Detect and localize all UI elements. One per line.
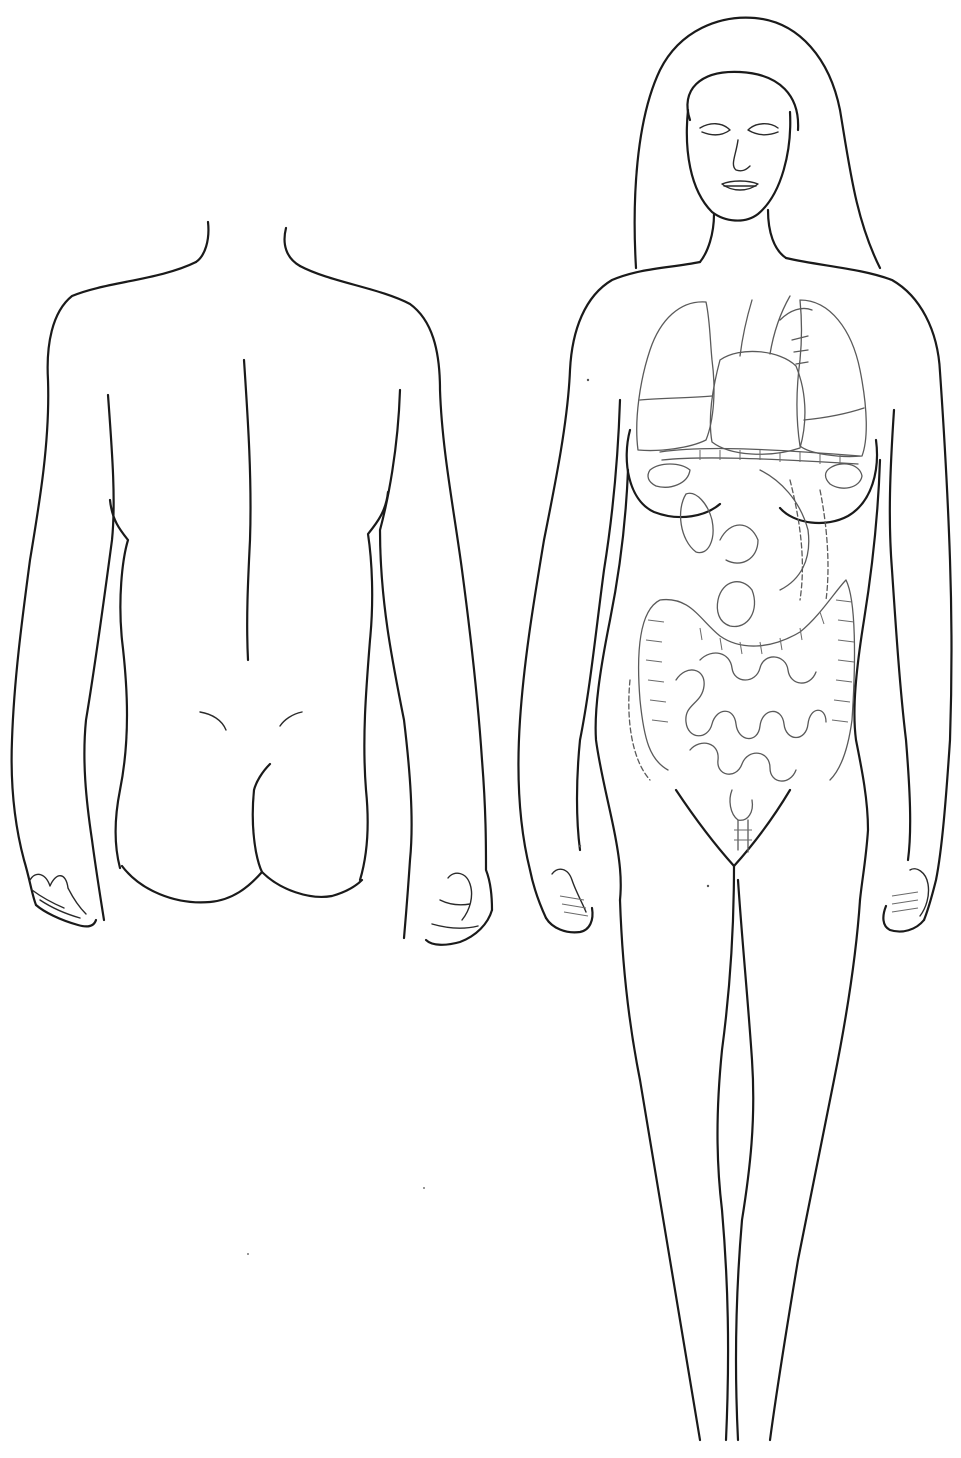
left-lung xyxy=(637,302,714,451)
front-left-shoulder-arm xyxy=(518,262,700,918)
bladder xyxy=(730,790,752,820)
back-left-hand xyxy=(30,874,96,926)
front-neck-left xyxy=(700,214,714,262)
print-specks xyxy=(247,379,709,1255)
front-left-inner-arm xyxy=(577,400,620,850)
kidney-left xyxy=(681,493,713,552)
back-spine xyxy=(244,360,251,660)
front-right-leg-inner xyxy=(736,880,753,1440)
back-neck-right xyxy=(285,228,300,266)
front-left-leg-outer xyxy=(620,900,700,1440)
back-right-inner-arm xyxy=(380,390,412,938)
front-hair-inner-left xyxy=(687,72,740,120)
back-torso-right-side xyxy=(360,492,388,880)
front-torso-right xyxy=(854,460,880,900)
front-right-leg-outer xyxy=(770,900,860,1440)
stomach xyxy=(826,464,863,488)
back-buttocks-curve xyxy=(122,866,362,902)
front-neck-right xyxy=(768,210,786,258)
front-left-leg-inner xyxy=(718,866,735,1440)
gallbladder xyxy=(720,525,758,563)
front-right-hand xyxy=(883,869,928,932)
back-left-shoulder-arm xyxy=(12,262,196,905)
right-eye xyxy=(748,124,778,135)
back-right-hand xyxy=(426,873,492,945)
front-left-hand xyxy=(546,869,593,932)
front-hair-outline xyxy=(635,18,880,268)
liver xyxy=(648,464,690,487)
front-face xyxy=(687,110,790,221)
back-gluteal-cleft xyxy=(253,764,270,872)
back-dimple-right xyxy=(280,712,302,726)
small-intestine xyxy=(676,670,826,739)
left-eye xyxy=(700,124,730,135)
back-dimple-left xyxy=(200,712,226,730)
pancreas xyxy=(760,470,809,590)
heart xyxy=(710,351,805,454)
front-view-figure xyxy=(518,18,951,1440)
front-groin-v xyxy=(676,790,790,866)
back-neck-left xyxy=(196,222,208,262)
internal-organs xyxy=(629,296,866,852)
right-lung xyxy=(797,300,866,457)
back-torso-left-side xyxy=(110,500,128,868)
nose xyxy=(733,140,750,171)
back-left-inner-arm xyxy=(84,395,113,920)
front-left-breast xyxy=(627,430,720,517)
front-right-inner-arm xyxy=(890,410,910,860)
back-view-figure xyxy=(12,222,492,945)
back-right-shoulder-arm xyxy=(300,266,492,910)
front-torso-left xyxy=(596,470,628,900)
duodenum xyxy=(717,582,754,627)
